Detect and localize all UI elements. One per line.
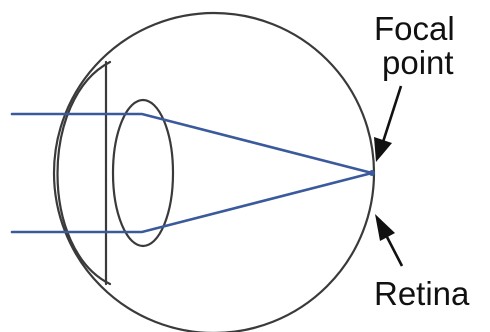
focal-point-arrowhead (374, 137, 392, 162)
upper-light-ray (12, 114, 372, 173)
focal-point-marker (369, 170, 375, 176)
lens-outline (113, 100, 173, 246)
focal-point-arrow (383, 86, 401, 142)
focal-point-label-line2: point (382, 44, 454, 81)
focal-point-label-line1: Focal (374, 10, 455, 47)
retina-label: Retina (374, 275, 470, 312)
retina-arrowhead (375, 214, 395, 241)
cornea-outline (58, 62, 111, 284)
retina-arrow (387, 237, 402, 266)
eyeball-outline (54, 13, 374, 332)
lower-light-ray (12, 173, 372, 232)
